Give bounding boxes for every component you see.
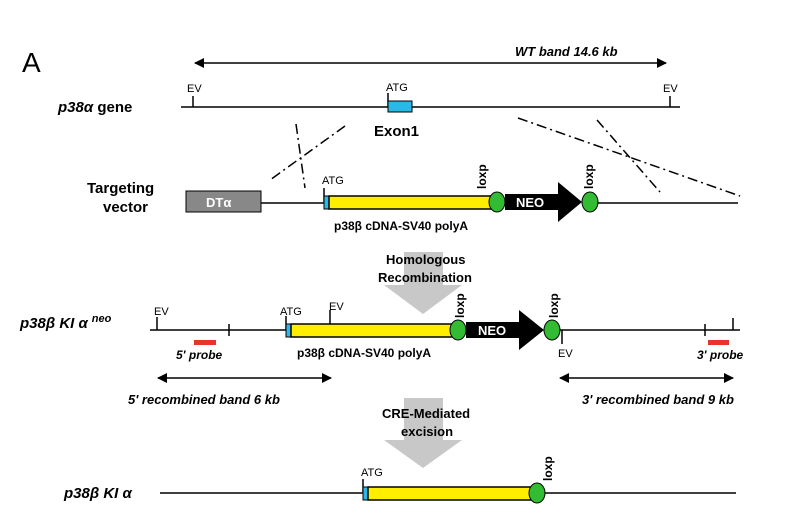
wt-band-label: WT band 14.6 kb (515, 44, 618, 59)
five-prime-probe-bar (194, 340, 216, 345)
cdna-box (290, 323, 459, 338)
dta-label: DTα (206, 195, 231, 210)
ev-label: EV (663, 83, 678, 95)
loxp-label: loxp (582, 164, 596, 189)
panel-label: A (22, 47, 41, 78)
cdna-label: p38β cDNA-SV40 polyA (334, 219, 468, 233)
loxp-site (528, 482, 546, 504)
cre-excision-arrow (384, 398, 462, 468)
cre-label-line1: CRE-Mediated (382, 406, 470, 421)
three-prime-probe-label: 3' probe (697, 348, 744, 362)
homologous-recombination-arrow (384, 252, 462, 314)
cdna-box (328, 195, 498, 210)
targeting-label-line2: vector (103, 199, 148, 216)
ki-neo-superscript: neo (92, 313, 112, 325)
exon1-label: Exon1 (374, 123, 419, 140)
three-prime-band-label: 3' recombined band 9 kb (582, 392, 734, 407)
loxp-label: loxp (547, 293, 561, 318)
crossover-line (596, 119, 661, 193)
neo-label: NEO (478, 323, 506, 338)
loxp-label: loxp (541, 456, 555, 481)
atg-label: ATG (280, 306, 302, 318)
five-prime-probe-label: 5' probe (176, 348, 223, 362)
gene-suffix: gene (93, 99, 132, 116)
neo-cassette (466, 310, 544, 350)
ev-label: EV (187, 83, 202, 95)
gene-name: p38α (57, 99, 94, 116)
loxp-site (581, 191, 599, 213)
neo-cassette (505, 182, 582, 222)
atg-label: ATG (322, 175, 344, 187)
ki-neo-name: p38β KI α (19, 315, 88, 332)
cdna-label: p38β cDNA-SV40 polyA (297, 346, 431, 360)
loxp-label: loxp (453, 293, 467, 318)
gene-label: p38α gene (57, 99, 132, 116)
ev-label: EV (558, 348, 573, 360)
crossover-line (269, 125, 346, 181)
five-prime-band-label: 5' recombined band 6 kb (128, 392, 280, 407)
cre-label-line2: excision (401, 424, 453, 439)
three-prime-probe-bar (708, 340, 729, 345)
cdna-box (367, 486, 537, 501)
atg-label: ATG (386, 82, 408, 94)
loxp-site (449, 319, 467, 341)
neo-label: NEO (516, 195, 544, 210)
homologous-label-line1: Homologous (386, 252, 465, 267)
crossover-line (295, 123, 306, 189)
ki-neo-label: p38β KI α neo (19, 313, 112, 332)
ev-label: EV (154, 306, 169, 318)
targeting-label-line1: Targeting (87, 180, 154, 197)
dta-box (185, 190, 262, 213)
atg-label: ATG (361, 467, 383, 479)
ev-label: EV (329, 301, 344, 313)
ki-label: p38β KI α (63, 485, 132, 502)
homologous-label-line2: Recombination (378, 270, 472, 285)
loxp-site (543, 319, 561, 341)
loxp-label: loxp (475, 164, 489, 189)
exon1-box (387, 100, 413, 113)
loxp-site (488, 191, 506, 213)
